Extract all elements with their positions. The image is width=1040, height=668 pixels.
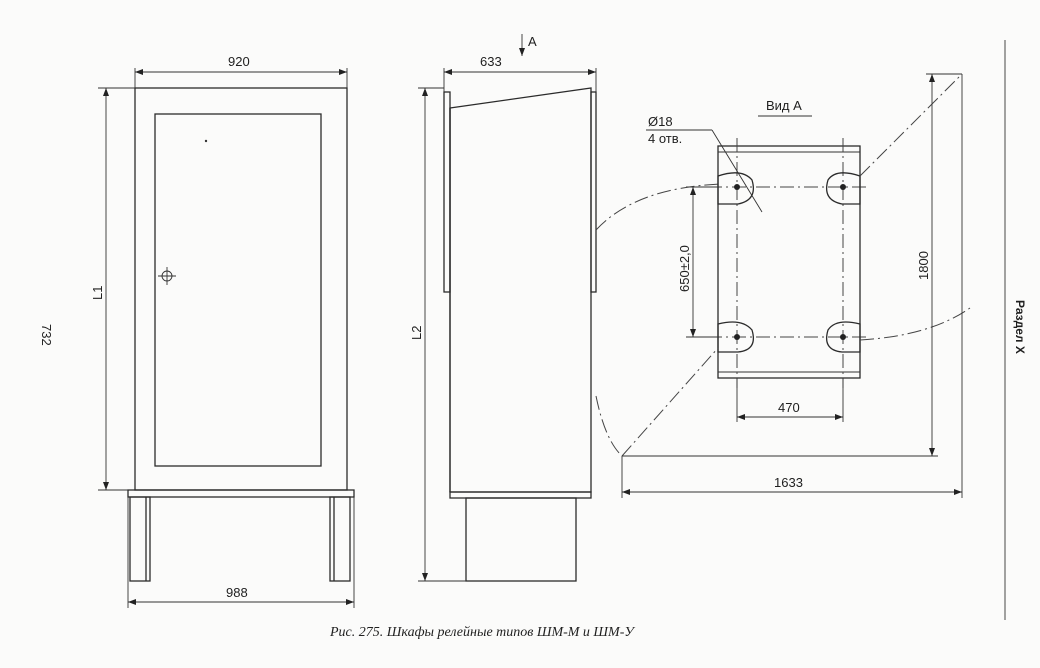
dim-height-l2: L2 bbox=[409, 87, 466, 582]
door-swing-arc-lower bbox=[595, 395, 623, 457]
clearance-h-label: 1633 bbox=[774, 475, 803, 490]
door-dot bbox=[204, 139, 208, 143]
side-hinge-left bbox=[443, 91, 451, 293]
dim-width-bottom: 988 bbox=[127, 497, 355, 608]
height-l2-label: L2 bbox=[409, 326, 424, 340]
mount-lug-top-left bbox=[717, 172, 755, 205]
dim-hole-spacing-v: 650±2,0 bbox=[677, 186, 718, 338]
clearance-arc-right bbox=[859, 307, 971, 341]
dim-depth: 633 bbox=[443, 54, 597, 92]
door-swing-arc bbox=[595, 183, 721, 231]
hole-spacing-v-label: 650±2,0 bbox=[677, 245, 692, 292]
cabinet-body-side bbox=[449, 87, 592, 493]
dim-hole-spacing-h: 470 bbox=[736, 378, 844, 422]
view-arrow-label: А bbox=[528, 34, 537, 49]
front-legs bbox=[129, 496, 351, 582]
dim-width-top: 920 bbox=[134, 54, 348, 88]
front-view: 920 988 L1 bbox=[90, 54, 355, 608]
side-hinge-right bbox=[590, 91, 597, 293]
hole-diameter-label: Ø18 bbox=[648, 114, 673, 129]
view-title: Вид А bbox=[766, 98, 802, 113]
dim-clearance-h: 1633 bbox=[622, 475, 962, 495]
mount-lug-bottom-right bbox=[825, 321, 861, 353]
cabinet-base-front bbox=[127, 489, 355, 498]
dim-clearance-v: 1800 bbox=[916, 74, 935, 456]
figure-caption: Рис. 275. Шкафы релейные типов ШМ-М и ШМ… bbox=[329, 625, 635, 640]
width-bottom-label: 988 bbox=[226, 585, 248, 600]
hole-callout: Ø18 4 отв. bbox=[646, 114, 763, 213]
side-plinth bbox=[465, 497, 577, 582]
mount-lug-bottom-left bbox=[717, 321, 755, 353]
plan-view: Вид А Ø18 4 от bbox=[621, 73, 971, 498]
cabinet-body-front bbox=[134, 87, 348, 491]
depth-label: 633 bbox=[480, 54, 502, 69]
plan-outline bbox=[717, 145, 861, 379]
section-label: Раздел X bbox=[1013, 300, 1027, 354]
clearance-diag-lower bbox=[621, 347, 719, 457]
view-arrow: А bbox=[519, 34, 537, 56]
cabinet-door bbox=[154, 113, 322, 467]
page-number: 732 bbox=[39, 324, 54, 346]
width-top-label: 920 bbox=[228, 54, 250, 69]
cabinet-base-side bbox=[449, 491, 592, 499]
side-view: 633 А L2 bbox=[409, 34, 721, 582]
clearance-diag-upper bbox=[859, 73, 963, 177]
dim-height-l1: L1 bbox=[90, 87, 135, 491]
clearance-v-label: 1800 bbox=[916, 251, 931, 280]
hole-spacing-h-label: 470 bbox=[778, 400, 800, 415]
height-l1-label: L1 bbox=[90, 286, 105, 300]
hole-count-label: 4 отв. bbox=[648, 131, 682, 146]
door-lock-icon bbox=[158, 267, 176, 285]
mount-lug-top-right bbox=[825, 172, 861, 205]
